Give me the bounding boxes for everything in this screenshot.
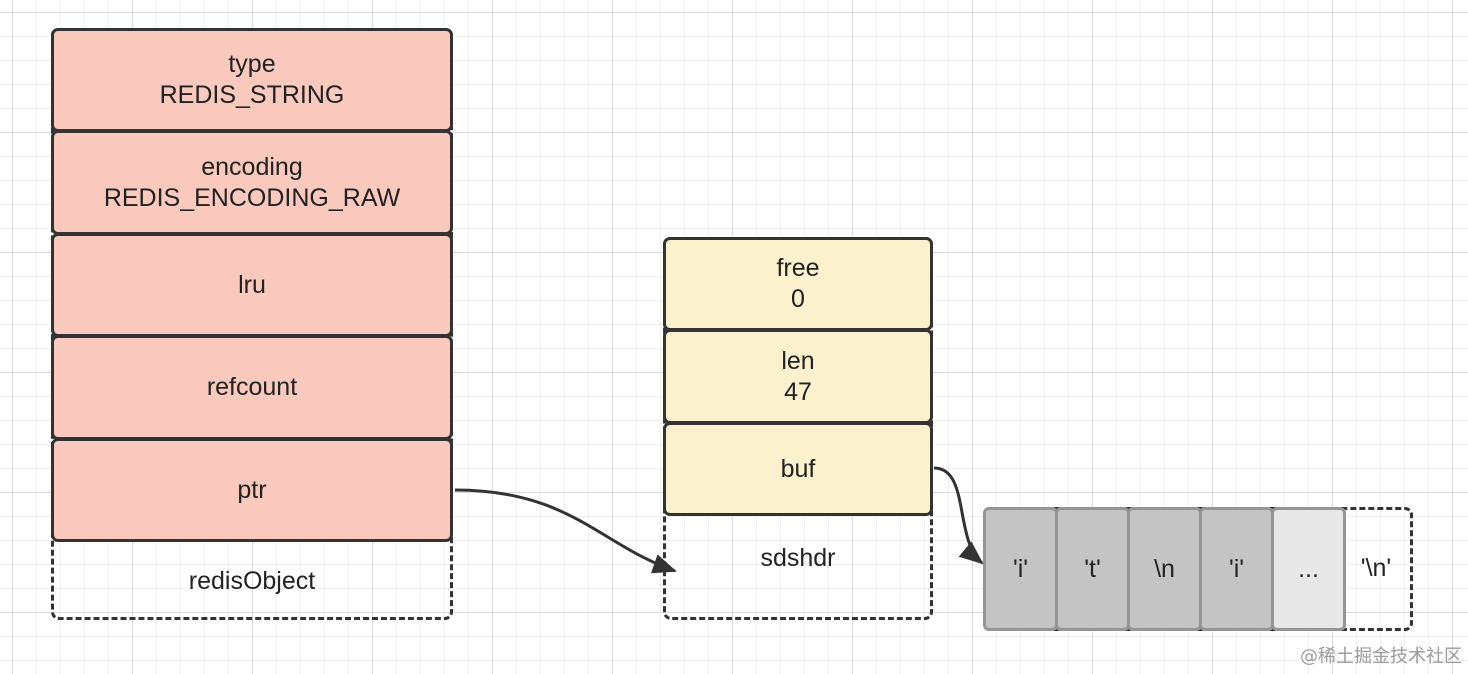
sdshdr-label: sdshdr xyxy=(760,544,836,572)
sds-field-buf: buf xyxy=(663,422,933,516)
sds-field-free-name: free xyxy=(776,254,820,282)
buffer-terminator: '\n' xyxy=(1360,554,1392,582)
redis-object-label: redisObject xyxy=(188,567,316,595)
sds-field-free-value: 0 xyxy=(791,285,805,313)
buffer-cell: 'i' xyxy=(1199,507,1274,631)
redis-field-encoding-value: REDIS_ENCODING_RAW xyxy=(103,183,401,212)
buf-to-array-arrow xyxy=(933,466,984,565)
buffer-cell: 'i' xyxy=(983,507,1058,631)
redis-field-refcount: refcount xyxy=(51,335,453,440)
redis-field-encoding: encoding REDIS_ENCODING_RAW xyxy=(51,130,453,235)
sds-field-len-value: 47 xyxy=(784,377,812,406)
redis-field-ptr: ptr xyxy=(51,438,453,542)
redis-field-ptr-name: ptr xyxy=(237,475,267,504)
redis-field-lru: lru xyxy=(51,233,453,337)
watermark: @稀土掘金技术社区 xyxy=(1300,646,1462,667)
redis-field-refcount-name: refcount xyxy=(206,373,298,401)
redis-field-lru-name: lru xyxy=(238,270,266,299)
sds-field-len: len 47 xyxy=(663,329,933,424)
buffer-cell: 't' xyxy=(1055,507,1130,631)
buffer-cell-ellipsis: ... xyxy=(1271,507,1346,631)
sds-field-free: free 0 xyxy=(663,237,933,331)
redis-field-type: type REDIS_STRING xyxy=(51,28,453,132)
redis-field-type-value: REDIS_STRING xyxy=(159,81,345,109)
ptr-to-sdshdr-arrow xyxy=(454,488,677,574)
redis-field-type-name: type xyxy=(228,50,276,78)
sds-field-buf-name: buf xyxy=(780,454,816,483)
buffer-cell: \n xyxy=(1127,507,1202,631)
redis-field-encoding-name: encoding xyxy=(201,152,303,181)
sds-field-len-name: len xyxy=(781,346,815,375)
